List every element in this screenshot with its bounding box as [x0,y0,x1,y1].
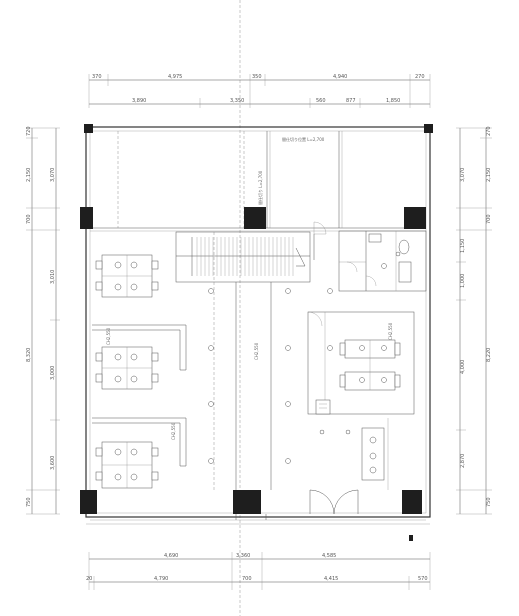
columns [80,124,433,541]
dim-left-inner-1: 3,070 [50,168,56,182]
wc-rooms [313,221,427,292]
dim-right-outer-2: 2,150 [486,168,492,182]
desk-groups-left: CH2,550 CH2,550 [92,254,187,489]
ceiling-lights [208,288,333,464]
dim-right-inner-1: 3,070 [460,168,466,182]
dim-right-outer-5: 750 [486,497,492,507]
dim-right-outer-1: 270 [486,126,492,136]
dim-left-outer-1: 720 [26,126,32,136]
dim-left-inner-4: 3,600 [50,456,56,470]
dim-top-outer-5: 270 [415,74,425,80]
dim-left-outer-5: 750 [26,497,32,507]
bottom-dimensions: 4,690 3,360 4,585 20 4,790 700 4,415 570 [86,552,431,590]
dim-top-outer-4: 4,940 [333,74,347,80]
upper-room-notes: 間仕切り位置 L=2,700 間仕切り L=2,700 [257,136,325,205]
dim-right-outer-4: 8,220 [486,348,492,362]
dim-top-outer-3: 350 [252,74,262,80]
dim-bottom-inner-1: 4,690 [164,553,178,559]
dim-bottom-outer-2: 4,790 [154,576,168,582]
dim-left-outer-3: 700 [26,214,32,224]
ceiling-height-right: CH2,550 [388,322,393,340]
dim-top-inner-1: 3,890 [132,98,146,104]
staircase [175,231,311,283]
left-dimensions: 720 2,150 700 8,320 750 3,070 3,010 3,00… [26,126,60,515]
dim-bottom-outer-5: 570 [418,576,428,582]
dim-right-inner-2: 1,150 [460,239,466,253]
dim-top-inner-4: 877 [346,98,356,104]
entrance-doors [235,489,359,520]
dim-top-inner-3: 560 [316,98,326,104]
dim-top-outer-1: 370 [92,74,102,80]
dim-right-outer-3: 700 [486,214,492,224]
dim-bottom-outer-4: 4,415 [324,576,338,582]
dim-right-inner-3: 1,000 [460,274,466,288]
dim-top-inner-5: 1,850 [386,98,400,104]
ceiling-height-center: CH2,550 [254,342,259,360]
ceiling-height-left: CH2,550 [106,327,111,345]
dim-bottom-outer-1: 20 [86,576,92,582]
dim-bottom-inner-3: 4,585 [322,553,336,559]
dim-left-outer-2: 2,150 [26,168,32,182]
dim-top-inner-2: 3,350 [230,98,244,104]
kitchenette [319,418,389,490]
dim-right-inner-4: 4,000 [460,360,466,374]
dim-bottom-outer-3: 700 [242,576,252,582]
ceiling-height-left2: CH2,550 [171,422,176,440]
dim-left-inner-3: 3,000 [50,366,56,380]
center-partitions: CH2,550 [213,232,272,490]
dim-bottom-inner-2: 3,360 [236,553,250,559]
dim-left-outer-4: 8,320 [26,348,32,362]
dim-right-inner-5: 2,870 [460,454,466,468]
dim-left-inner-2: 3,010 [50,270,56,284]
top-note-a: 間仕切り位置 L=2,700 [282,136,325,142]
dim-top-outer-2: 4,975 [168,74,182,80]
top-note-b: 間仕切り L=2,700 [257,170,263,205]
top-dimensions: 370 4,975 350 4,940 270 3,890 3,350 560 … [88,74,431,108]
right-room: CH2,550 [307,311,415,415]
right-dimensions: 3,070 1,150 1,000 4,000 2,870 270 2,150 … [456,126,492,515]
